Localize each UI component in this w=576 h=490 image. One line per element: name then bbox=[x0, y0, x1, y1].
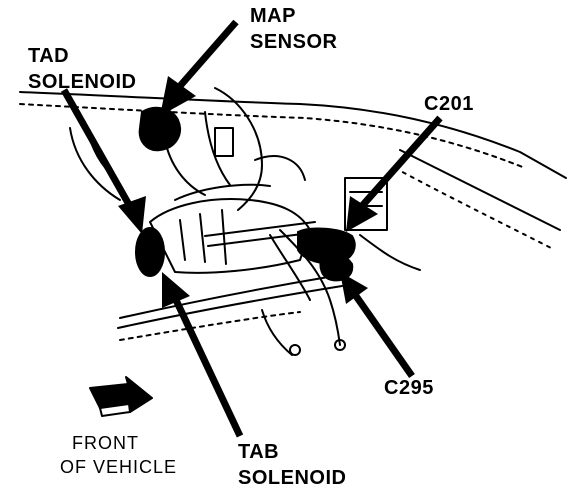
front-of-vehicle-label-line1: FRONT bbox=[72, 433, 139, 453]
fender-edge bbox=[399, 149, 561, 231]
tad-solenoid-label-line1: TAD bbox=[28, 45, 70, 67]
map-sensor-body bbox=[138, 106, 181, 152]
wire-loop bbox=[254, 155, 306, 181]
tab-solenoid-arrowhead bbox=[162, 272, 190, 308]
cowl-inner-line bbox=[19, 103, 526, 169]
vacuum-hose bbox=[214, 87, 263, 211]
map-sensor-arrowhead bbox=[160, 76, 196, 116]
c201-leader bbox=[359, 115, 443, 209]
intake-body bbox=[149, 198, 311, 274]
intake-top bbox=[174, 183, 271, 201]
front-of-vehicle-label-line2: OF VEHICLE bbox=[60, 457, 178, 477]
wire-bundle-2 bbox=[269, 234, 311, 301]
left-panel bbox=[69, 127, 121, 201]
fuel-rail-2 bbox=[117, 285, 343, 329]
tab-solenoid-label-line2: SOLENOID bbox=[238, 467, 347, 489]
wire-bundle bbox=[279, 229, 341, 346]
relay-box bbox=[344, 177, 388, 231]
tad-solenoid-body bbox=[135, 227, 165, 277]
fuel-rail bbox=[119, 274, 341, 319]
bracket bbox=[214, 127, 234, 157]
cowl-outline bbox=[19, 91, 567, 179]
right-harness bbox=[359, 234, 421, 271]
c295-label: C295 bbox=[384, 377, 434, 399]
wire-drop bbox=[261, 309, 293, 356]
tad-solenoid-label-line2: SOLENOID bbox=[28, 71, 137, 93]
lower-panel bbox=[119, 311, 301, 341]
intake-ribs bbox=[179, 209, 227, 265]
fender-edge-lower bbox=[394, 167, 556, 251]
tad-solenoid-arrowhead bbox=[118, 196, 146, 234]
strut-tower bbox=[204, 111, 231, 186]
tad-solenoid-leader bbox=[60, 88, 136, 212]
hose-from-map bbox=[164, 139, 206, 196]
tab-solenoid-label-line1: TAB bbox=[238, 441, 280, 463]
front-of-vehicle-arrow-icon bbox=[89, 376, 153, 417]
tab-solenoid-leader bbox=[172, 298, 244, 438]
map-sensor-label-line2: SENSOR bbox=[250, 31, 338, 53]
c295-arrowhead bbox=[340, 272, 368, 304]
wire-end-2 bbox=[334, 339, 346, 351]
c295-leader bbox=[353, 293, 415, 379]
wire-end bbox=[289, 344, 301, 356]
c201-arrowhead bbox=[346, 196, 378, 232]
c201-label: C201 bbox=[424, 93, 474, 115]
map-sensor-label-line1: MAP bbox=[250, 5, 296, 27]
map-sensor-leader bbox=[177, 19, 239, 89]
